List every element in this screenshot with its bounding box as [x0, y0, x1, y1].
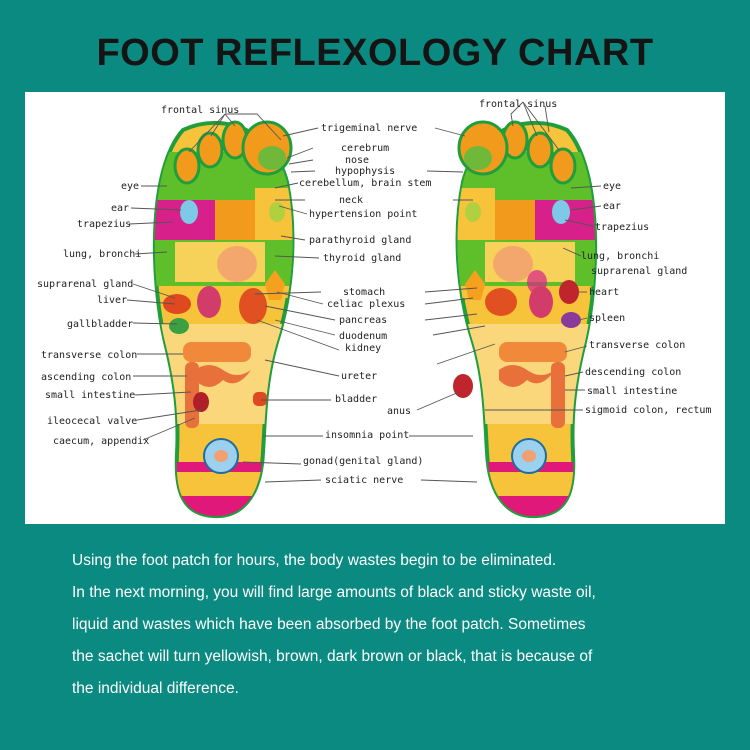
- label-gonad: gonad(genital gland): [303, 456, 423, 467]
- diagram-labels: frontal sinus frontal sinus trigeminal n…: [37, 99, 711, 486]
- label-bladder: bladder: [335, 394, 377, 405]
- paragraph-line: Using the foot patch for hours, the body…: [72, 552, 557, 569]
- label-sigmoid-colon-rectum: sigmoid colon, rectum: [585, 405, 711, 416]
- paragraph-line: the sachet will turn yellowish, brown, d…: [72, 648, 593, 665]
- label-thyroid-gland: thyroid gland: [323, 253, 401, 264]
- label-suprarenal-gland-right: suprarenal gland: [591, 266, 687, 277]
- diagram-panel: frontal sinus frontal sinus trigeminal n…: [25, 92, 725, 524]
- label-sciatic-nerve: sciatic nerve: [325, 475, 403, 486]
- label-small-intestine-right: small intestine: [587, 386, 677, 397]
- label-trigeminal-nerve: trigeminal nerve: [321, 123, 417, 134]
- label-suprarenal-gland-left: suprarenal gland: [37, 279, 133, 290]
- label-eye-right: eye: [603, 181, 621, 192]
- label-lung-bronchi-right: lung, bronchi: [581, 251, 659, 262]
- label-caecum-appendix: caecum, appendix: [53, 436, 149, 447]
- label-hypophysis: hypophysis: [335, 166, 395, 177]
- label-lung-bronchi-left: lung, bronchi: [63, 249, 141, 260]
- label-cerebrum: cerebrum: [341, 143, 389, 154]
- chart-title: FOOT REFLEXOLOGY CHART: [96, 32, 654, 74]
- label-stomach: stomach: [343, 287, 385, 298]
- paragraph-line: the individual difference.: [72, 680, 239, 697]
- description-paragraph: Using the foot patch for hours, the body…: [72, 545, 712, 705]
- label-transverse-colon-left: transverse colon: [41, 350, 137, 361]
- label-hypertension-point: hypertension point: [309, 209, 417, 220]
- label-duodenum: duodenum: [339, 331, 387, 342]
- label-ear-right: ear: [603, 201, 621, 212]
- label-frontal-sinus-left: frontal sinus: [161, 105, 239, 116]
- paragraph-line: liquid and wastes which have been absorb…: [72, 616, 586, 633]
- label-celiac-plexus: celiac plexus: [327, 299, 405, 310]
- label-ear-left: ear: [111, 203, 129, 214]
- leader-lines: [126, 101, 602, 483]
- label-pancreas: pancreas: [339, 315, 387, 326]
- label-neck: neck: [339, 195, 363, 206]
- paragraph-line: In the next morning, you will find large…: [72, 584, 596, 601]
- label-kidney: kidney: [345, 343, 381, 354]
- label-insomnia-point: insomnia point: [325, 430, 409, 441]
- right-foot: [453, 120, 598, 519]
- label-nose: nose: [345, 155, 369, 166]
- label-trapezius-left: trapezius: [77, 219, 131, 230]
- label-eye-left: eye: [121, 181, 139, 192]
- label-ureter: ureter: [341, 371, 377, 382]
- label-cerebellum: cerebellum, brain stem: [299, 178, 431, 189]
- label-descending-colon: descending colon: [585, 367, 681, 378]
- label-trapezius-right: trapezius: [595, 222, 649, 233]
- label-anus: anus: [387, 406, 411, 417]
- label-frontal-sinus-right: frontal sinus: [479, 99, 557, 110]
- label-parathyroid-gland: parathyroid gland: [309, 235, 411, 246]
- label-transverse-colon-right: transverse colon: [589, 340, 685, 351]
- label-ascending-colon: ascending colon: [41, 372, 131, 383]
- label-small-intestine-left: small intestine: [45, 390, 135, 401]
- label-ileocecal-valve: ileocecal valve: [47, 416, 137, 427]
- label-heart: heart: [589, 287, 619, 298]
- label-spleen: spleen: [589, 313, 625, 324]
- foot-diagram: frontal sinus frontal sinus trigeminal n…: [37, 99, 711, 519]
- label-liver: liver: [97, 295, 127, 306]
- label-gallbladder: gallbladder: [67, 319, 133, 330]
